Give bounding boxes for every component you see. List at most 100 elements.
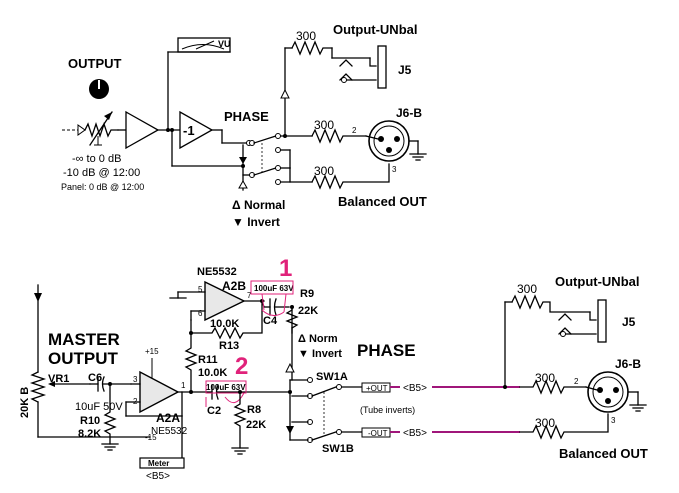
top-inverter-amp xyxy=(179,110,214,150)
meter-tag xyxy=(139,457,185,469)
sw1-phase-switch xyxy=(285,362,342,443)
a2a-ic: NE5532 xyxy=(151,426,188,437)
a2a-pin3: 3 xyxy=(133,375,138,384)
top-j5-jack xyxy=(339,45,387,89)
r13-value: 10.0K xyxy=(210,318,239,330)
a2b-ic: NE5532 xyxy=(197,266,237,278)
top-attenuator-pot xyxy=(84,111,119,146)
top-bal-cold-value: 300 xyxy=(314,164,334,178)
bottom-bal-hot-value: 300 xyxy=(535,371,555,385)
sw1b-label: SW1B xyxy=(322,443,354,455)
output-knob-icon xyxy=(89,79,109,99)
bottom-j6-label: J6-B xyxy=(615,357,641,371)
vr1-value: 20K B xyxy=(19,387,31,418)
callout-1: 1 xyxy=(279,255,292,282)
top-phase-label: PHASE xyxy=(224,109,269,124)
bottom-unbal-title: Output-UNbal xyxy=(555,274,639,289)
r9-value: 22K xyxy=(298,305,318,317)
top-bal-cold-resistor xyxy=(311,163,390,190)
bottom-pin2: 2 xyxy=(574,377,579,386)
bottom-j5-label: J5 xyxy=(622,315,636,329)
r9-label: R9 xyxy=(300,288,314,300)
top-j5-label: J5 xyxy=(398,63,412,77)
plus15-label: +15 xyxy=(145,347,159,356)
c6-value: 10uF 50V xyxy=(75,401,123,413)
top-range-line3: Panel: 0 dB @ 12:00 xyxy=(61,182,144,192)
bottom-xlr-connector-icon xyxy=(585,371,647,413)
top-bal-hot-resistor xyxy=(311,128,367,144)
bottom-bal-hot-resistor xyxy=(519,379,587,395)
a2a-label: A2A xyxy=(156,411,180,425)
c6-capacitor xyxy=(89,376,132,392)
r11-label: R11 xyxy=(198,354,218,366)
bottom-unbal-resistor xyxy=(511,294,591,313)
top-unbal-resistor xyxy=(291,40,333,56)
minus15-label: -15 xyxy=(145,433,157,442)
r13-resistor xyxy=(190,300,263,340)
top-schematic: OUTPUT -∞ to 0 dB -10 dB @ 12:00 Panel: … xyxy=(61,22,427,229)
r10-resistor xyxy=(103,383,117,445)
meter-label: Meter xyxy=(148,459,169,468)
bottom-unbal-resistor-value: 300 xyxy=(517,282,537,296)
top-unbal-title: Output-UNbal xyxy=(333,22,417,37)
master-label-line2: OUTPUT xyxy=(48,349,119,368)
vr1-label: VR1 xyxy=(48,373,69,385)
bottom-bal-cold-resistor xyxy=(519,413,609,440)
bottom-schematic: MASTER OUTPUT 20K B VR1 C6 10uF 50V xyxy=(19,255,648,482)
neg-out-label: -OUT xyxy=(368,429,388,438)
bottom-j5-jack xyxy=(558,299,607,343)
sw1a-label: SW1A xyxy=(316,371,348,383)
a2a-opamp xyxy=(139,370,180,414)
top-vu-meter xyxy=(166,37,231,132)
meter-b5: <B5> xyxy=(146,471,170,482)
pos-out-label: +OUT xyxy=(366,384,388,393)
top-balanced-title: Balanced OUT xyxy=(338,194,427,209)
top-xlr-connector-icon xyxy=(365,120,427,162)
a2b-pin7: 7 xyxy=(247,291,252,300)
r8-resistor xyxy=(233,391,247,449)
top-unbal-resistor-value: 300 xyxy=(296,29,316,43)
r10-value: 8.2K xyxy=(78,428,101,440)
r11-resistor xyxy=(184,319,198,393)
c4-label: C4 xyxy=(263,315,278,327)
c6-label: C6 xyxy=(88,372,102,384)
c2-rating: 100uF 63V xyxy=(206,383,246,392)
a2b-label: A2B xyxy=(222,279,246,293)
norm-label: Δ Norm xyxy=(298,333,338,345)
top-bal-hot-value: 300 xyxy=(314,118,334,132)
r13-label: R13 xyxy=(219,340,239,352)
neg-out-b5: <B5> xyxy=(403,428,427,439)
a2b-opamp xyxy=(204,280,246,322)
r10-label: R10 xyxy=(80,415,100,427)
c4-rating: 100uF 63V xyxy=(254,284,294,293)
r8-value: 22K xyxy=(246,419,266,431)
top-j6-label: J6-B xyxy=(396,106,422,120)
c2-label: C2 xyxy=(207,405,221,417)
bottom-invert-label: ▼ Invert xyxy=(298,348,342,360)
c2-capacitor xyxy=(205,384,291,400)
r11-value: 10.0K xyxy=(198,367,227,379)
bottom-pin3: 3 xyxy=(611,416,616,425)
vr1-potentiometer xyxy=(29,371,151,438)
master-label-line1: MASTER xyxy=(48,330,120,349)
bottom-balanced-title: Balanced OUT xyxy=(559,446,648,461)
top-phase-switch xyxy=(238,133,281,191)
callout-2: 2 xyxy=(235,353,248,380)
top-normal-label: Δ Normal xyxy=(232,198,285,212)
bottom-phase-label: PHASE xyxy=(357,341,416,360)
top-range-line2: -10 dB @ 12:00 xyxy=(63,167,140,179)
tube-inverts-note: (Tube inverts) xyxy=(360,405,415,415)
r8-label: R8 xyxy=(247,404,261,416)
bottom-bal-cold-value: 300 xyxy=(535,416,555,430)
top-invert-label: ▼ Invert xyxy=(232,215,280,229)
top-inverter-label: -1 xyxy=(183,123,195,138)
top-buffer-amp xyxy=(125,110,160,150)
pos-out-b5: <B5> xyxy=(403,383,427,394)
top-output-title: OUTPUT xyxy=(68,56,122,71)
top-input-arrow-icon xyxy=(62,124,86,136)
top-range-line1: -∞ to 0 dB xyxy=(72,153,121,165)
a2b-pin6: 6 xyxy=(198,309,203,318)
a2a-pin1: 1 xyxy=(181,381,186,390)
